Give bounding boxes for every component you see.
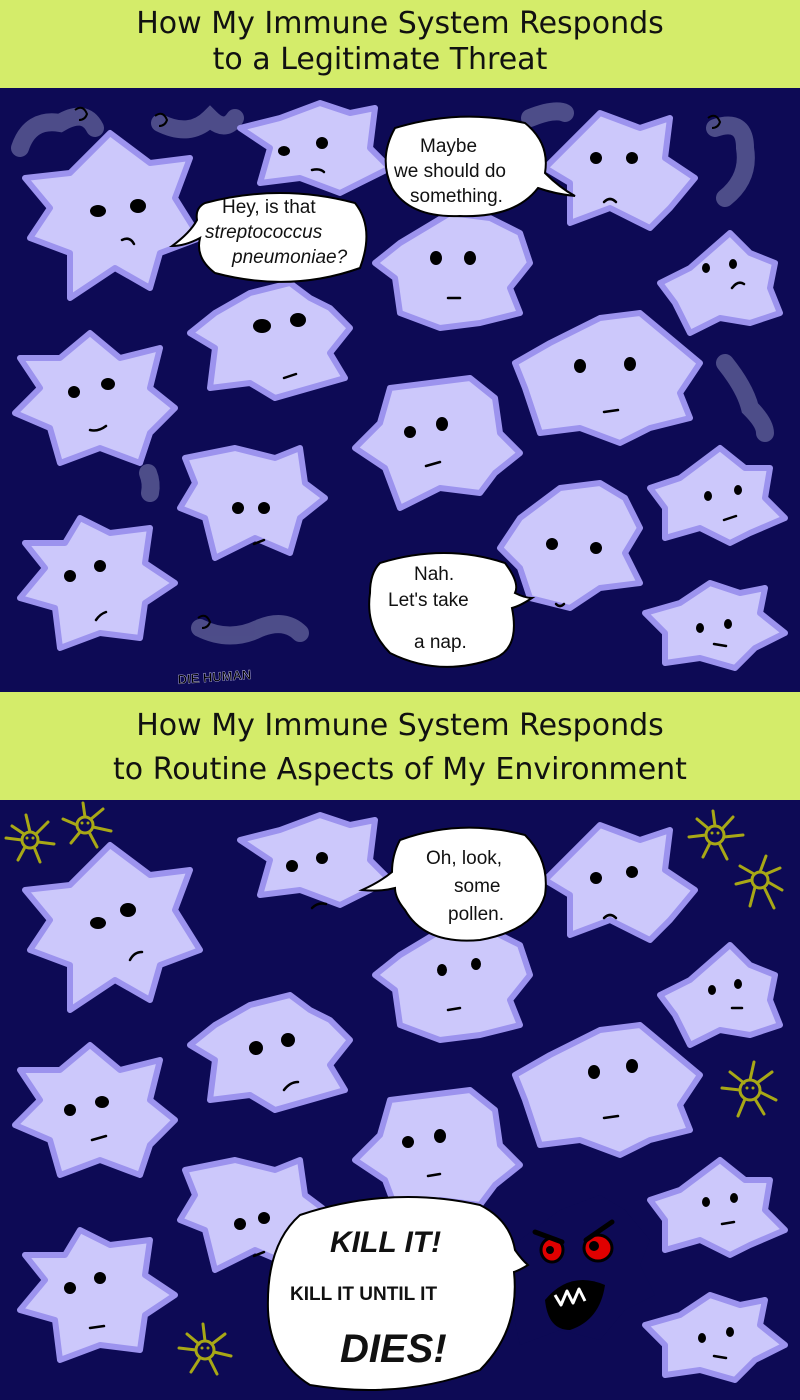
bacteria-faces xyxy=(74,106,722,629)
bacteria-chain xyxy=(151,105,244,139)
bacteria-chain xyxy=(11,107,104,157)
cell xyxy=(22,842,203,1013)
bacteria-chain xyxy=(521,102,574,127)
bubble-text: pollen. xyxy=(448,904,504,925)
pollen-grain xyxy=(720,1060,778,1118)
cell xyxy=(237,100,393,196)
cell xyxy=(22,130,203,301)
cell-mouths xyxy=(88,168,746,648)
angry-cell xyxy=(500,1195,655,1345)
cell xyxy=(497,480,643,611)
bottom-title-line2: to Routine Aspects of My Environment xyxy=(113,752,687,787)
pollen-faces xyxy=(25,821,755,1350)
bubble-text: KILL IT UNTIL IT xyxy=(290,1284,437,1305)
bubble-text: something. xyxy=(410,186,503,207)
bacteria-chain xyxy=(191,615,309,645)
cell xyxy=(372,210,533,331)
cell xyxy=(542,110,698,231)
angry-mouth xyxy=(545,1280,605,1330)
pollen-group xyxy=(4,801,784,1376)
bubble-text: Oh, look, xyxy=(426,848,502,869)
bottom-panel-title: How My Immune System Responds to Routine… xyxy=(0,692,800,800)
bacteria-chain xyxy=(706,116,755,207)
cell xyxy=(512,310,703,446)
cell xyxy=(657,230,783,336)
cell-group xyxy=(12,100,788,671)
cell xyxy=(17,1227,178,1363)
top-comic-illustration: DIE HUMAN xyxy=(11,100,788,687)
bubble-text: Maybe xyxy=(420,136,477,157)
cell-mouths xyxy=(88,902,744,1360)
bubble-text: pneumoniae? xyxy=(231,247,348,268)
cell xyxy=(512,1022,703,1158)
cell xyxy=(177,445,328,561)
bottom-title-line1: How My Immune System Responds xyxy=(136,708,664,743)
cell xyxy=(647,1157,788,1258)
speech-bubble-1: Hey, is that streptococcus pneumoniae? xyxy=(168,192,368,283)
bubble-text: a nap. xyxy=(414,632,467,653)
angry-brow xyxy=(583,1219,615,1243)
cell xyxy=(12,1042,178,1178)
top-comic-panel: DIE HUMAN xyxy=(0,88,800,692)
speech-bubble-2: Maybe we should do something. xyxy=(384,115,576,218)
pollen-grain xyxy=(177,1322,233,1376)
pollen-grain xyxy=(687,809,745,861)
bottom-comic-panel: Oh, look, some pollen. KILL IT! KILL IT … xyxy=(0,800,800,1400)
bubble-text: Let's take xyxy=(388,590,469,611)
top-title-line1: How My Immune System Responds xyxy=(136,6,664,41)
bubble-text: Hey, is that xyxy=(222,197,316,218)
cell xyxy=(642,580,788,671)
top-title-line2: to a Legitimate Threat xyxy=(212,42,548,77)
cell-group xyxy=(12,812,788,1383)
cell xyxy=(187,992,353,1113)
cell-faces xyxy=(64,137,742,633)
bacteria-group xyxy=(11,102,774,645)
bacteria-chain xyxy=(139,464,160,502)
bacteria-caption: DIE HUMAN xyxy=(177,667,252,687)
bubble-text: Nah. xyxy=(414,564,454,585)
bubble-text: some xyxy=(454,876,500,897)
bubble-text: DIES! xyxy=(340,1327,447,1371)
speech-bubble-4: Oh, look, some pollen. xyxy=(358,826,547,942)
cell xyxy=(17,515,178,651)
cell xyxy=(642,1292,788,1383)
bubble-text: KILL IT! xyxy=(330,1226,441,1259)
pollen-grain xyxy=(61,801,113,849)
bottom-comic-illustration: Oh, look, some pollen. KILL IT! KILL IT … xyxy=(4,801,788,1391)
cell xyxy=(352,375,523,511)
pollen-grain xyxy=(4,813,56,864)
bacteria-chain xyxy=(716,354,774,442)
cell xyxy=(12,330,178,466)
cell-faces xyxy=(64,852,742,1343)
angry-brow xyxy=(532,1229,565,1245)
bubble-text: we should do xyxy=(393,161,506,182)
speech-bubble-3: Nah. Let's take a nap. xyxy=(368,552,536,668)
cell xyxy=(187,280,353,401)
speech-bubble-5: KILL IT! KILL IT UNTIL IT DIES! xyxy=(266,1196,530,1391)
cell xyxy=(542,822,698,943)
cell xyxy=(657,942,783,1048)
cell xyxy=(647,445,788,546)
cell xyxy=(372,922,533,1043)
cell xyxy=(237,812,393,908)
bubble-text: streptococcus xyxy=(205,222,323,243)
pollen-grain xyxy=(734,854,784,910)
top-panel-title: How My Immune System Responds to a Legit… xyxy=(0,0,800,88)
